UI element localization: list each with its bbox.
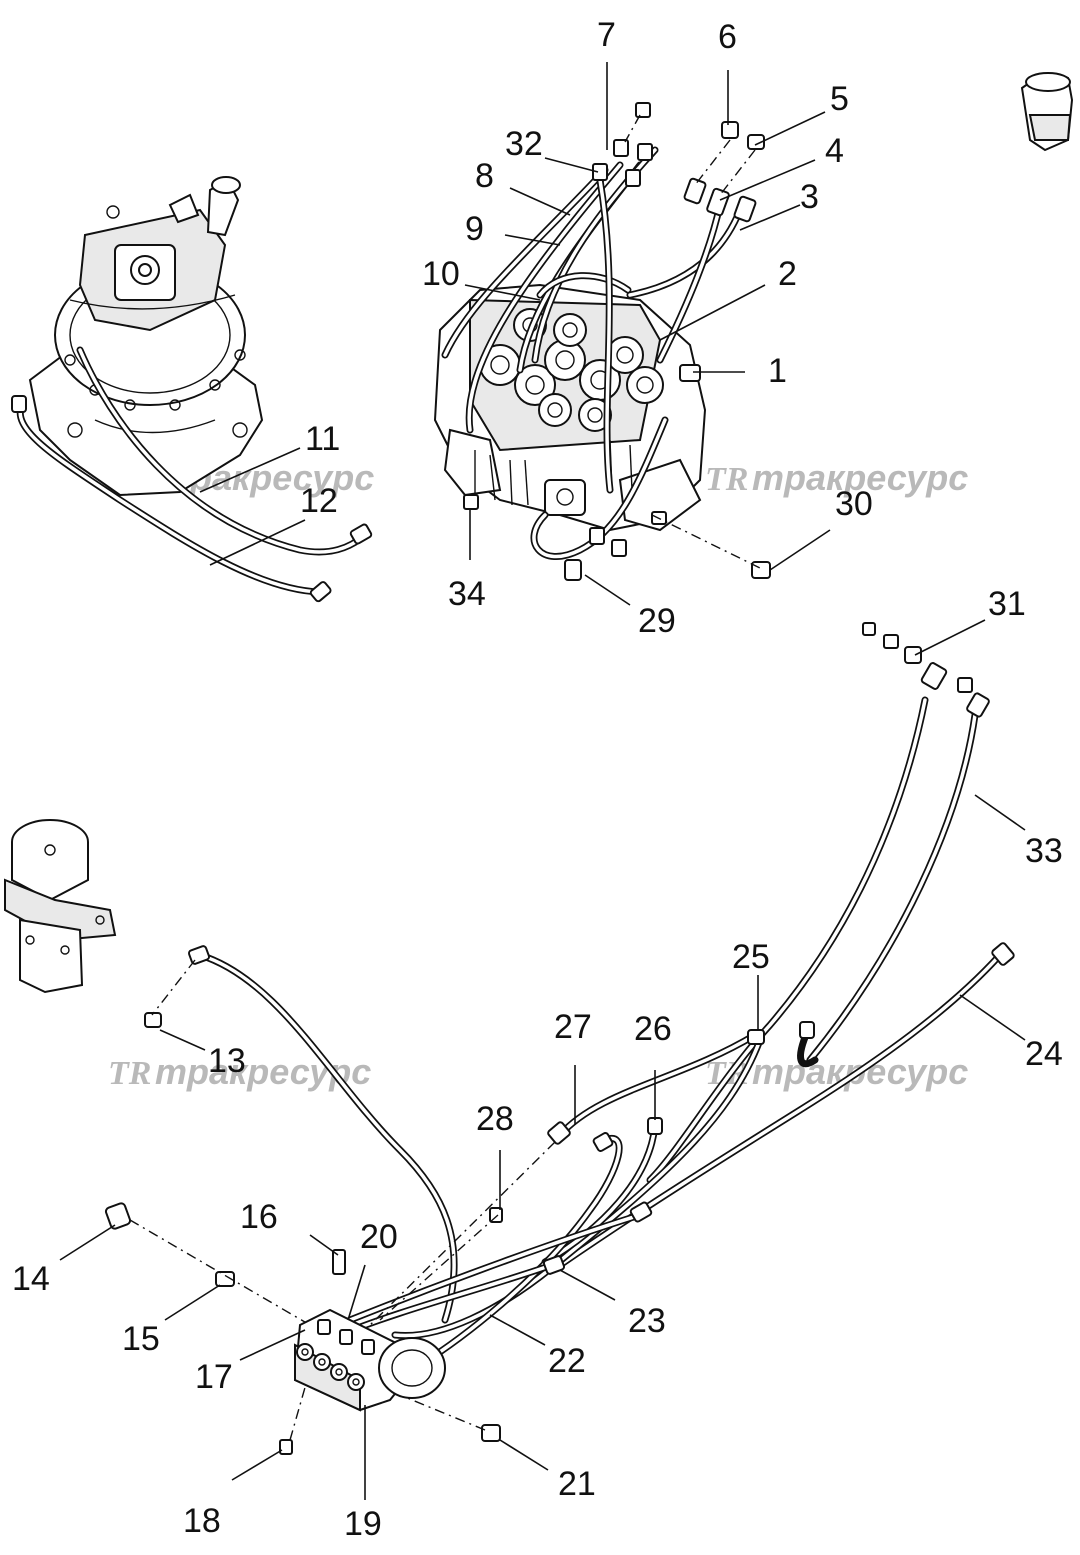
callout-28: 28 [476,1100,514,1138]
watermark-logo: TR [705,461,748,498]
callout-27: 27 [554,1008,592,1046]
callout-17: 17 [195,1358,233,1396]
callout-22: 22 [548,1342,586,1380]
callout-7: 7 [597,16,616,54]
callout-21: 21 [558,1465,596,1503]
dash-line-30 [651,514,761,569]
callout-10: 10 [422,255,460,293]
callout-18: 18 [183,1502,221,1540]
callout-26: 26 [634,1010,672,1048]
dash-line-7 [624,114,641,143]
callout-34: 34 [448,575,486,613]
callout-4: 4 [825,132,844,170]
callout-14: 14 [12,1260,50,1298]
watermark-top-right: TR тракресурс [705,457,968,498]
callout-5: 5 [830,80,849,118]
callout-1: 1 [768,352,787,390]
swing-motor [28,176,264,497]
valve-fittings [564,102,771,581]
lower-fittings [104,622,1015,1455]
callout-15: 15 [122,1320,160,1358]
watermark-text: тракресурс [752,457,968,498]
hose-11 [76,346,373,556]
callout-8: 8 [475,157,494,195]
callout-23: 23 [628,1302,666,1340]
lower-hoses [196,696,1004,1369]
callout-6: 6 [718,18,737,56]
callout-11: 11 [305,420,340,458]
thumbnail-motor-mid-left [4,819,117,994]
callout-12: 12 [300,482,338,520]
leader-lines [59,62,1026,1500]
callout-16: 16 [240,1198,278,1236]
callout-30: 30 [835,485,873,523]
dash-line-5 [719,149,756,196]
dash-line-6 [694,139,731,186]
callout-2: 2 [778,255,797,293]
callout-31: 31 [988,585,1026,623]
callout-29: 29 [638,602,676,640]
watermark-text: тракресурс [155,1051,371,1092]
callout-24: 24 [1025,1035,1063,1073]
callout-3: 3 [800,178,819,216]
callout-numbers: 1 2 3 4 5 6 7 8 9 10 11 12 13 14 15 16 1… [12,16,1063,1543]
callout-9: 9 [465,210,484,248]
hose-12 [11,395,332,603]
callout-13: 13 [208,1042,246,1080]
thumbnail-motor-top-right [1020,72,1074,152]
callout-33: 33 [1025,832,1063,870]
callout-20: 20 [360,1218,398,1256]
callout-32: 32 [505,125,543,163]
callout-19: 19 [344,1505,382,1543]
callout-25: 25 [732,938,770,976]
control-valve [433,283,707,532]
watermark-logo: TR [108,1055,151,1092]
distribution-block [293,1308,446,1412]
